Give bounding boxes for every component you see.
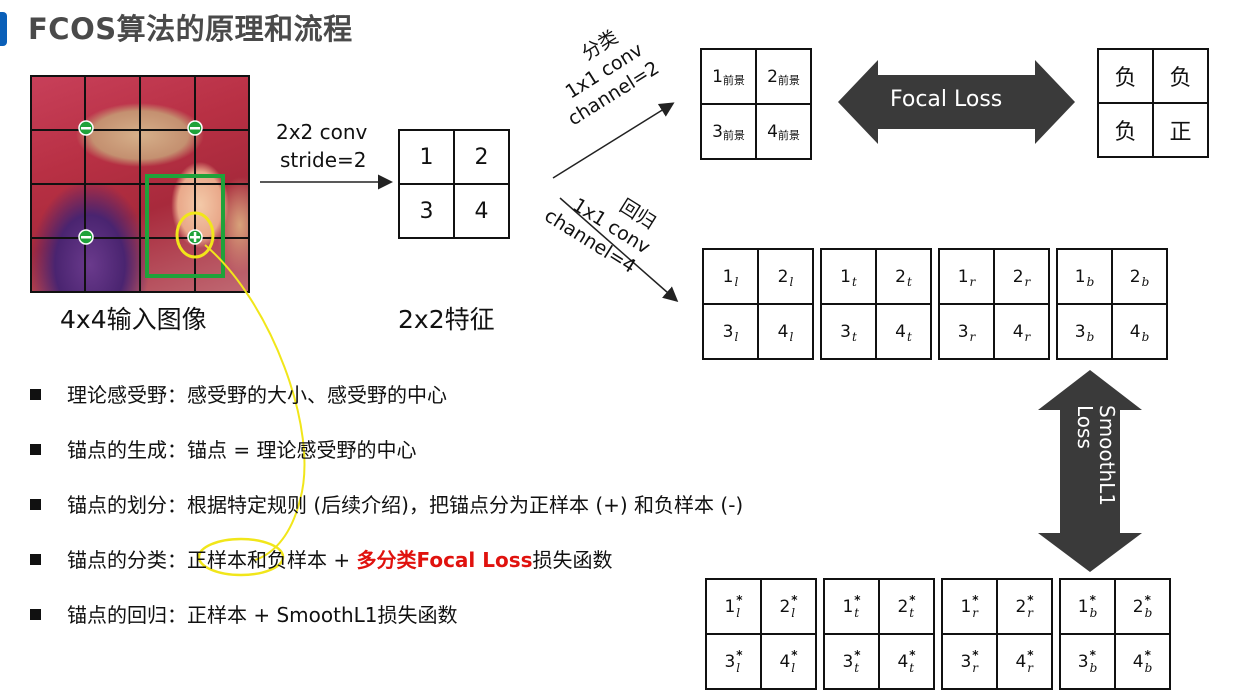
pos-marker <box>187 229 203 245</box>
grid-line <box>30 237 250 239</box>
feature-grid: 1 2 3 4 <box>398 129 510 239</box>
input-image <box>30 75 250 293</box>
page-title: FCOS算法的原理和流程 <box>28 12 353 46</box>
reg-target-cell: 4*l <box>761 634 816 689</box>
bullet-square-icon <box>30 554 41 565</box>
feature-cell: 1 <box>399 130 454 184</box>
grid-line <box>30 75 250 77</box>
title-accent-bar <box>0 12 7 46</box>
conv-label-stride: stride=2 <box>280 148 367 172</box>
target-cell: 负 <box>1098 103 1153 157</box>
reg-target-cell: 1*b <box>1060 579 1115 634</box>
reg-arrow <box>559 197 679 302</box>
reg-target-cell: 3*r <box>942 634 997 689</box>
yellow-circle <box>175 211 215 259</box>
bullet-square-icon <box>30 389 41 400</box>
bullet-square-icon <box>30 609 41 620</box>
reg-target-cell: 1*r <box>942 579 997 634</box>
conv-label-kernel: 2x2 conv <box>276 120 368 144</box>
focal-loss-label: Focal Loss <box>890 87 1003 112</box>
bullet-square-icon <box>30 499 41 510</box>
bullet-item: 锚点的分类：正样本和负样本 + 多分类Focal Loss损失函数 <box>30 544 613 573</box>
feature-cell: 2 <box>454 130 509 184</box>
reg-target-cell: 4*r <box>997 634 1052 689</box>
grid-line <box>30 183 250 185</box>
reg-target-cell: 3*l <box>706 634 761 689</box>
grid-line <box>30 129 250 131</box>
smoothl1-label-line1: SmoothL1 <box>1095 405 1119 507</box>
smoothl1-loss-label: SmoothL1 Loss <box>1073 405 1119 507</box>
bullet-item: 锚点的生成：锚点 = 理论感受野的中心 <box>30 434 416 463</box>
target-cell: 负 <box>1153 49 1208 103</box>
yellow-highlight-ellipse <box>197 537 285 577</box>
reg-target-cell: 4*b <box>1115 634 1170 689</box>
bullet-square-icon <box>30 444 41 455</box>
bullet-item: 锚点的回归：正样本 + SmoothL1损失函数 <box>30 599 458 628</box>
reg-target-cell: 2*r <box>997 579 1052 634</box>
reg-target-cell: 3*b <box>1060 634 1115 689</box>
focal-loss-arrow <box>838 60 1075 144</box>
neg-marker <box>78 120 94 136</box>
reg-target-cell: 4*t <box>879 634 934 689</box>
grid-line <box>30 291 250 293</box>
feature-cell: 3 <box>399 184 454 238</box>
cls-arrow <box>552 102 675 179</box>
green-bbox <box>145 174 225 278</box>
input-image-label: 4x4输入图像 <box>60 305 207 334</box>
reg-target-cell: 2*t <box>879 579 934 634</box>
smoothl1-label-line2: Loss <box>1073 405 1097 449</box>
reg-target-cell: 1*l <box>706 579 761 634</box>
target-grid: 负 负 负 正 <box>1097 48 1209 158</box>
feature-label: 2x2特征 <box>398 305 495 334</box>
bullet-item: 锚点的划分：根据特定规则 (后续介绍)，把锚点分为正样本 (+) 和负样本 (-… <box>30 489 743 518</box>
target-cell: 负 <box>1098 49 1153 103</box>
reg-target-cell: 3*t <box>824 634 879 689</box>
reg-target-cell: 1*t <box>824 579 879 634</box>
reg-target-cell: 2*l <box>761 579 816 634</box>
bullet-item: 理论感受野：感受野的大小、感受野的中心 <box>30 379 447 408</box>
smoothl1-loss-arrow <box>1038 370 1142 572</box>
target-cell: 正 <box>1153 103 1208 157</box>
neg-marker <box>78 229 94 245</box>
reg-target-cell: 2*b <box>1115 579 1170 634</box>
neg-marker <box>187 120 203 136</box>
feature-cell: 4 <box>454 184 509 238</box>
